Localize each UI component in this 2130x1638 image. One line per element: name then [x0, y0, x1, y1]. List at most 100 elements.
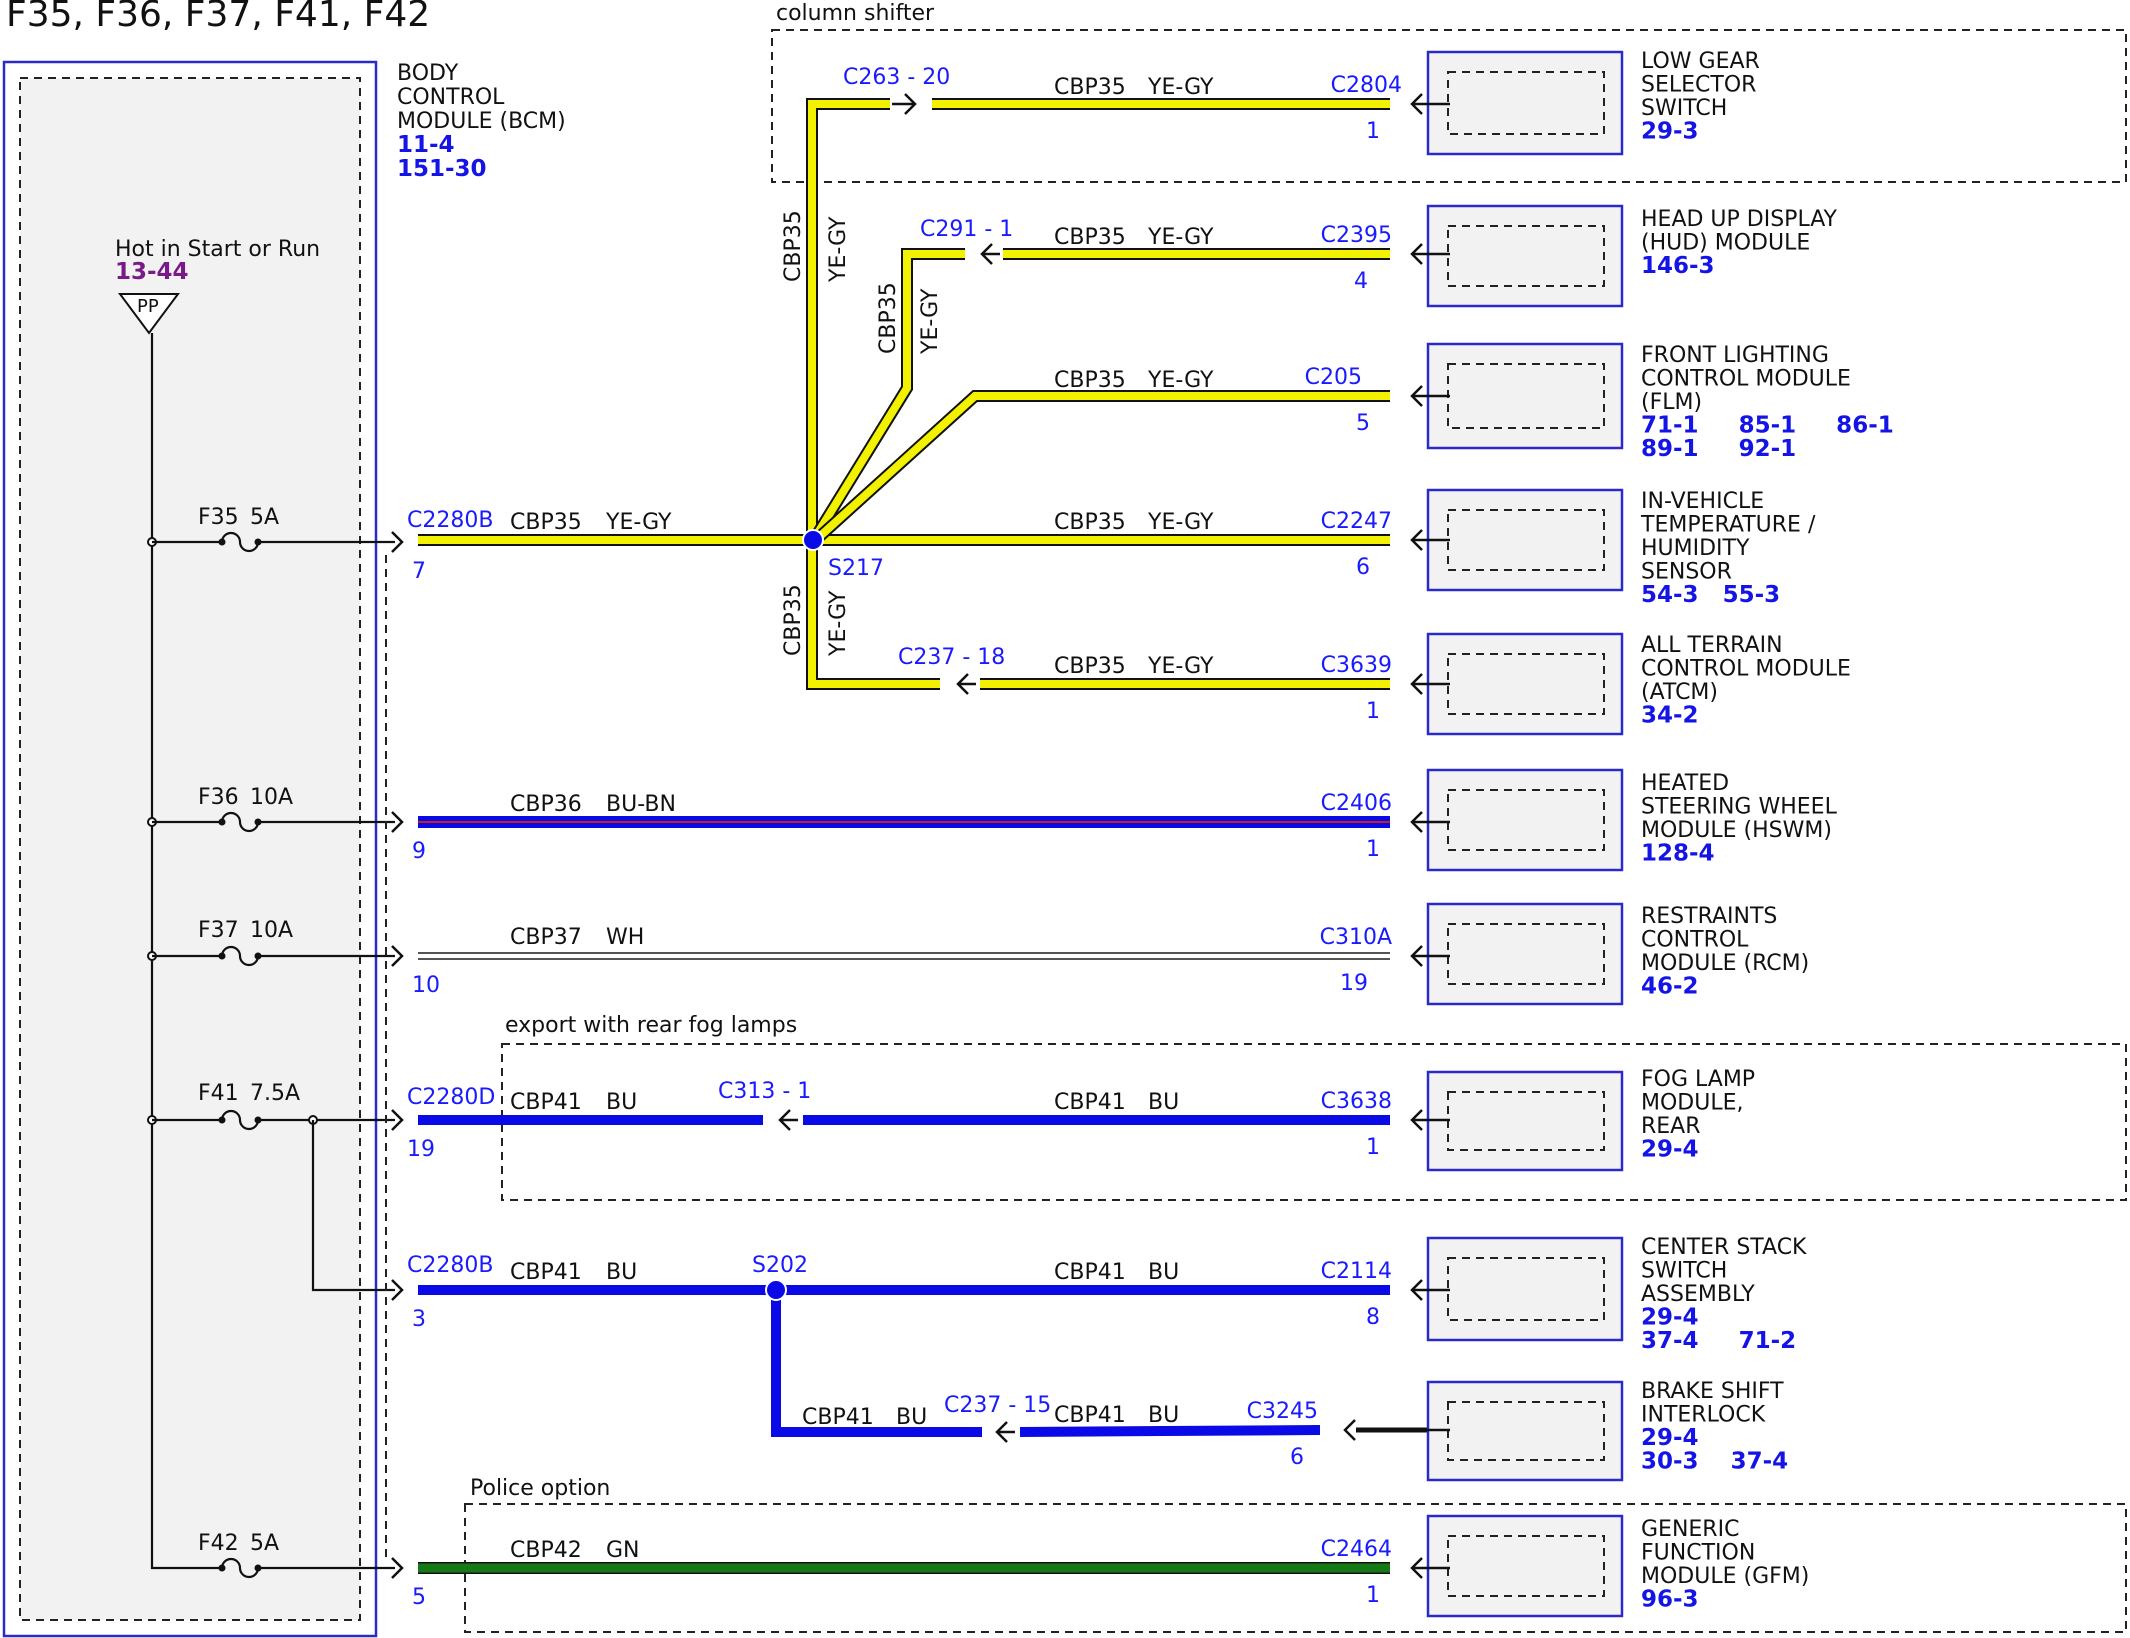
wire-cbp35: [418, 98, 1390, 690]
circuit-label: CBP41: [1054, 1260, 1126, 1285]
circuit-label: CBP41: [510, 1090, 582, 1115]
module-connector: C3245: [1247, 1399, 1318, 1424]
circuit-label: CBP35: [1054, 75, 1126, 100]
bcm-pin-number: 3: [412, 1307, 426, 1332]
module-name-line: INTERLOCK: [1641, 1403, 1766, 1428]
module-box: [1426, 902, 1624, 1006]
police-label: Police option: [470, 1476, 610, 1501]
circuit-label: CBP41: [1054, 1403, 1126, 1428]
module-name-line: SENSOR: [1641, 560, 1732, 585]
fuse-icon: [220, 1109, 260, 1131]
module-box: [1426, 204, 1624, 308]
module-inner-box: [1447, 1257, 1605, 1321]
module-ref: 29-4: [1641, 1305, 1699, 1331]
module-name-line: STEERING WHEEL: [1641, 795, 1838, 820]
fuse-rating: 10A: [250, 785, 293, 810]
fuse-icon: [220, 945, 260, 967]
module-pin: 19: [1340, 971, 1368, 996]
connector-arrow-icon: [1343, 1419, 1356, 1441]
module-name-line: CONTROL: [1641, 928, 1749, 953]
connector-arrow-icon: [1410, 1279, 1423, 1301]
module-name-line: TEMPERATURE /: [1640, 513, 1816, 538]
power-ref: 13-44: [115, 259, 189, 285]
module-name-line: FOG LAMP: [1641, 1067, 1755, 1092]
circuit-label: CBP35: [1054, 654, 1126, 679]
color-label: YE-GY: [1147, 75, 1214, 100]
fuse-f35: F35 5A: [147, 505, 395, 553]
color-label: BU: [606, 1090, 637, 1115]
power-bus: [150, 333, 220, 1570]
fuse-name: F36: [198, 785, 239, 810]
inline-connector-icons: [778, 93, 1015, 1443]
module-name-line: LOW GEAR: [1641, 49, 1760, 74]
wire-cbp41-stack: [418, 1285, 1428, 1437]
module-inner-box: [1447, 71, 1605, 135]
circuit-label: CBP35: [781, 584, 806, 656]
connector-arrow-icon: [1410, 1109, 1423, 1131]
circuit-label: CBP35: [781, 210, 806, 282]
module-name-line: RESTRAINTS: [1641, 904, 1777, 929]
connector-arrow-icon: [1410, 945, 1423, 967]
fuse-icon: [220, 811, 260, 833]
module-name-line: MODULE (HSWM): [1641, 818, 1832, 843]
horizontal-wire-labels: CBP35 YE-GY CBP35 YE-GY CBP35 YE-GY CBP3…: [510, 75, 1214, 1563]
fuse-icon: [220, 1557, 260, 1579]
column-shifter-label: column shifter: [776, 1, 935, 26]
color-label: YE-GY: [826, 216, 851, 283]
module-box: [1426, 768, 1624, 872]
module-name-line: MODULE,: [1641, 1091, 1744, 1116]
module-connector: C2804: [1331, 73, 1402, 98]
vertical-wire-labels: CBP35 YE-GY CBP35 YE-GY CBP35 YE-GY: [781, 210, 943, 657]
module-name-line: HUMIDITY: [1641, 536, 1750, 561]
module-box: [1426, 1236, 1624, 1342]
color-label: BU: [1148, 1090, 1179, 1115]
module-name-line: (ATCM): [1641, 680, 1718, 705]
module-ref: 29-4: [1641, 1137, 1699, 1163]
module-ref: 128-4: [1641, 841, 1715, 867]
module-name-line: MODULE (GFM): [1641, 1564, 1809, 1589]
bcm-pin-number: 5: [412, 1585, 426, 1610]
module-box: [1426, 488, 1624, 592]
fuse-f36: F36 10A: [147, 785, 395, 833]
circuit-label: CBP37: [510, 925, 582, 950]
circuit-label: CBP35: [876, 282, 901, 354]
module-name-line: FUNCTION: [1641, 1541, 1755, 1566]
color-label: BU: [606, 1260, 637, 1285]
splice-s217-label: S217: [828, 556, 884, 581]
export-box: [501, 1043, 2127, 1201]
connector-arrow-icon: [1410, 385, 1423, 407]
power-label: Hot in Start or Run: [115, 237, 320, 262]
circuit-label: CBP42: [510, 1538, 582, 1563]
connector-c263: C263 - 20: [843, 65, 950, 90]
module-pin: 1: [1366, 699, 1380, 724]
fuse-name: F41: [198, 1081, 239, 1106]
module-ref: 71-1 85-1 86-1: [1641, 413, 1894, 439]
module-name-line: GENERIC: [1641, 1517, 1739, 1542]
color-label: YE-GY: [1147, 510, 1214, 535]
connector-c291: C291 - 1: [920, 217, 1013, 242]
module-connector: C310A: [1320, 925, 1392, 950]
module-ref: 37-4 71-2: [1641, 1328, 1796, 1354]
export-label: export with rear fog lamps: [505, 1013, 797, 1038]
module-connector: C3638: [1321, 1089, 1392, 1114]
module-connector: C2247: [1321, 509, 1392, 534]
module-connector: C2395: [1321, 223, 1392, 248]
fuse-rating: 5A: [250, 505, 279, 530]
bcm-pin-arrows: [391, 531, 404, 1579]
bcm-connector-label: C2280B: [407, 1253, 493, 1278]
module-name-line: CONTROL MODULE: [1641, 657, 1851, 682]
color-label: YE-GY: [1147, 654, 1214, 679]
module-inner-box: [1447, 789, 1605, 851]
module-inner-box: [1447, 509, 1605, 571]
module-box: [1426, 1380, 1624, 1482]
module-connector: C2464: [1321, 1537, 1392, 1562]
module-pin: 1: [1366, 837, 1380, 862]
color-label: YE-GY: [1147, 368, 1214, 393]
